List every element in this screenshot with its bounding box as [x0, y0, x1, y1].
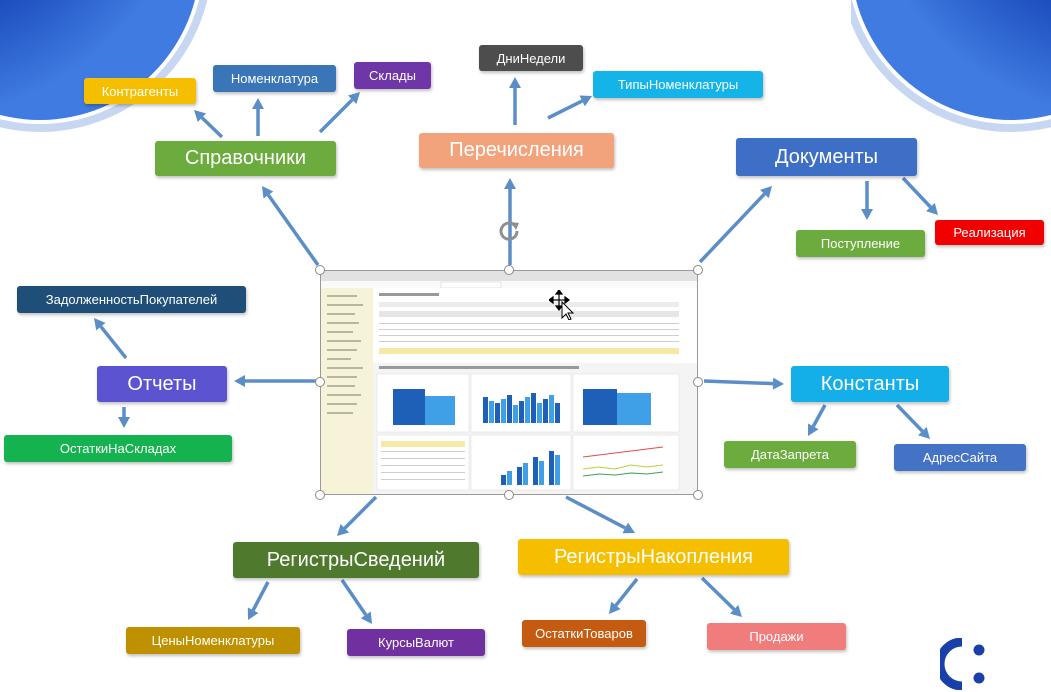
node-zadolzhennost: ЗадолженностьПокупателей — [17, 286, 246, 313]
resize-handle-top-center[interactable] — [504, 265, 514, 275]
arrow-to-sklady — [318, 92, 360, 134]
node-otchety-label: Отчеты — [127, 372, 197, 395]
node-spravochniki: Справочники — [155, 141, 336, 176]
arrow-to-konstanty — [703, 377, 784, 390]
node-realizaciya: Реализация — [935, 220, 1044, 245]
node-ceny-nomenklatury: ЦеныНоменклатуры — [126, 627, 300, 654]
arrow-to-ostatki-tovarov — [609, 577, 639, 614]
arrow-to-kontragenty — [194, 110, 224, 139]
resize-handle-bottom-center[interactable] — [504, 490, 514, 500]
node-kursy-valyut-label: КурсыВалют — [378, 635, 454, 650]
node-adres-saita-label: АдресСайта — [922, 450, 998, 465]
node-kursy-valyut: КурсыВалют — [347, 629, 485, 656]
resize-handle-top-right[interactable] — [693, 265, 703, 275]
node-konstanty: Константы — [791, 366, 949, 402]
resize-handle-bottom-right[interactable] — [693, 490, 703, 500]
arrow-to-tipy-nomenklatury — [547, 95, 592, 120]
node-registry-svedeniy: РегистрыСведений — [233, 542, 479, 578]
node-prodazhi-label: Продажи — [749, 629, 804, 644]
node-adres-saita: АдресСайта — [894, 444, 1026, 471]
node-dni-nedeli-label: ДниНедели — [496, 50, 566, 66]
node-prodazhi: Продажи — [707, 623, 846, 650]
node-registry-nakopleniya: РегистрыНакопления — [518, 539, 789, 575]
node-postuplenie: Поступление — [796, 230, 925, 257]
arrow-to-ostatki-na-skladah — [118, 407, 130, 428]
node-tipy-nomenklatury: ТипыНоменклатуры — [593, 71, 763, 98]
node-kontragenty: Контрагенты — [84, 78, 196, 104]
app-screenshot-mock — [321, 271, 697, 494]
resize-handle-middle-right[interactable] — [693, 377, 703, 387]
node-zadolzhennost-label: ЗадолженностьПокупателей — [45, 292, 218, 307]
node-kontragenty-label: Контрагенты — [101, 83, 179, 99]
node-otchety: Отчеты — [97, 366, 227, 402]
node-ceny-nomenklatury-label: ЦеныНоменклатуры — [151, 633, 275, 648]
node-ostatki-na-skladah: ОстаткиНаСкладах — [4, 435, 232, 462]
node-dokumenty: Документы — [736, 138, 917, 176]
node-realizaciya-label: Реализация — [953, 225, 1026, 240]
node-registry-svedeniy-label: РегистрыСведений — [266, 548, 446, 571]
move-cursor-icon — [549, 290, 575, 320]
arrow-to-realizaciya — [901, 176, 938, 215]
node-data-zapreta-label: ДатаЗапрета — [751, 447, 829, 462]
arrow-to-kursy-valyut — [340, 579, 372, 624]
app-screenshot — [320, 270, 698, 495]
node-konstanty-label: Константы — [820, 372, 920, 395]
arrow-to-dni-nedeli — [509, 77, 521, 125]
arrow-to-ceny-nomenklatury — [247, 581, 270, 620]
node-dokumenty-label: Документы — [774, 145, 879, 168]
arrow-to-otchety — [234, 375, 316, 387]
node-nomenklatura-label: Номенклатура — [230, 71, 319, 86]
node-ostatki-na-skladah-label: ОстаткиНаСкладах — [59, 441, 177, 456]
node-data-zapreta: ДатаЗапрета — [724, 441, 856, 468]
node-dni-nedeli: ДниНедели — [479, 45, 583, 71]
arrow-to-dokumenty — [698, 186, 772, 264]
node-spravochniki-label: Справочники — [184, 147, 307, 169]
arrow-to-registry-nakopleniya — [565, 495, 635, 534]
node-sklady: Склады — [354, 62, 431, 89]
arrow-to-postuplenie — [861, 181, 873, 220]
arrow-to-spravochniki — [262, 186, 320, 267]
arrow-to-prodazhi — [700, 576, 742, 617]
arrow-to-data-zapreta — [808, 404, 827, 436]
arrow-to-zadolzhennost — [94, 318, 128, 360]
node-ostatki-tovarov: ОстаткиТоваров — [522, 620, 646, 647]
node-perechisleniya: Перечисления — [419, 133, 614, 168]
resize-handle-bottom-left[interactable] — [315, 490, 325, 500]
node-perechisleniya-label: Перечисления — [449, 139, 584, 161]
arrow-to-perechisleniya — [504, 178, 516, 265]
node-registry-nakopleniya-label: РегистрыНакопления — [553, 545, 754, 568]
rotate-handle-icon[interactable] — [496, 218, 522, 244]
resize-handle-middle-left[interactable] — [315, 377, 325, 387]
arrow-to-registry-svedeniy — [337, 495, 378, 536]
node-ostatki-tovarov-label: ОстаткиТоваров — [535, 626, 633, 641]
arrow-to-nomenklatura — [252, 98, 264, 136]
brand-logo-icon — [940, 638, 985, 690]
node-sklady-label: Склады — [369, 68, 416, 83]
resize-handle-top-left[interactable] — [315, 265, 325, 275]
node-tipy-nomenklatury-label: ТипыНоменклатуры — [617, 77, 739, 92]
node-postuplenie-label: Поступление — [820, 236, 901, 251]
arrow-to-adres-saita — [895, 403, 930, 439]
node-nomenklatura: Номенклатура — [213, 65, 336, 92]
